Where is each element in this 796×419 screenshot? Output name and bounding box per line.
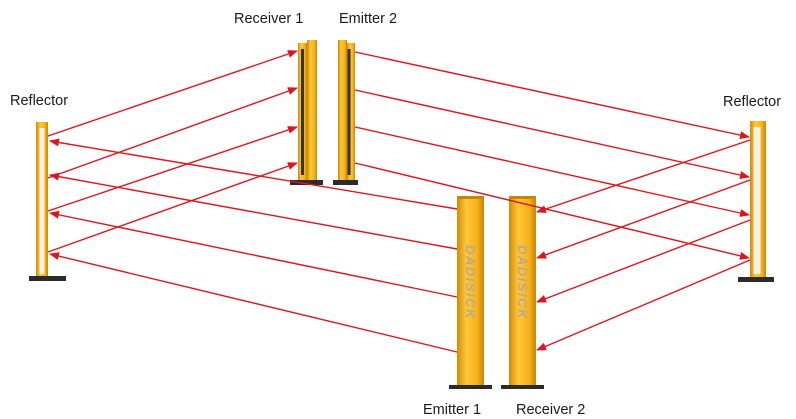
beam-reflector-to-r1-1 — [47, 50, 298, 137]
receiver-2-column: DADISICK — [501, 196, 544, 389]
beam-reflector-to-r2-4 — [536, 259, 751, 351]
beam-reflector-to-r1-3 — [47, 126, 298, 212]
brand-text-emitter-1: DADISICK — [463, 245, 478, 320]
label-reflector-right: Reflector — [723, 94, 782, 110]
label-receiver-2: Receiver 2 — [516, 402, 586, 418]
beam-e2-to-reflector-1 — [354, 51, 750, 140]
beam-e1-to-reflector-1 — [49, 138, 458, 210]
brand-text-receiver-2: DADISICK — [515, 245, 530, 320]
beam-reflector-to-r1-2 — [47, 87, 298, 179]
beam-reflector-to-r2-1 — [536, 139, 751, 213]
reflector-left — [29, 122, 66, 281]
reflector-right — [738, 121, 774, 282]
beam-reflector-to-r2-3 — [536, 219, 751, 303]
label-emitter-2: Emitter 2 — [339, 11, 398, 27]
emitter-1-column: DADISICK — [449, 196, 492, 389]
receiver-1-column — [290, 40, 323, 185]
beams-left-side — [47, 50, 458, 353]
label-emitter-1: Emitter 1 — [423, 402, 482, 418]
beam-reflector-to-r1-4 — [47, 162, 298, 253]
beam-e2-to-reflector-2 — [354, 89, 750, 179]
label-receiver-1: Receiver 1 — [234, 11, 304, 27]
beam-e1-to-reflector-2 — [49, 172, 458, 250]
beam-e2-to-reflector-3 — [354, 126, 750, 217]
emitter-2-column — [333, 40, 358, 185]
beam-e1-to-reflector-4 — [49, 252, 458, 353]
beam-e1-to-reflector-3 — [49, 210, 458, 298]
beams-right-side — [354, 51, 751, 351]
beam-e2-to-reflector-4 — [354, 162, 750, 260]
beam-reflector-to-r2-2 — [536, 179, 751, 259]
label-reflector-left: Reflector — [10, 93, 69, 109]
